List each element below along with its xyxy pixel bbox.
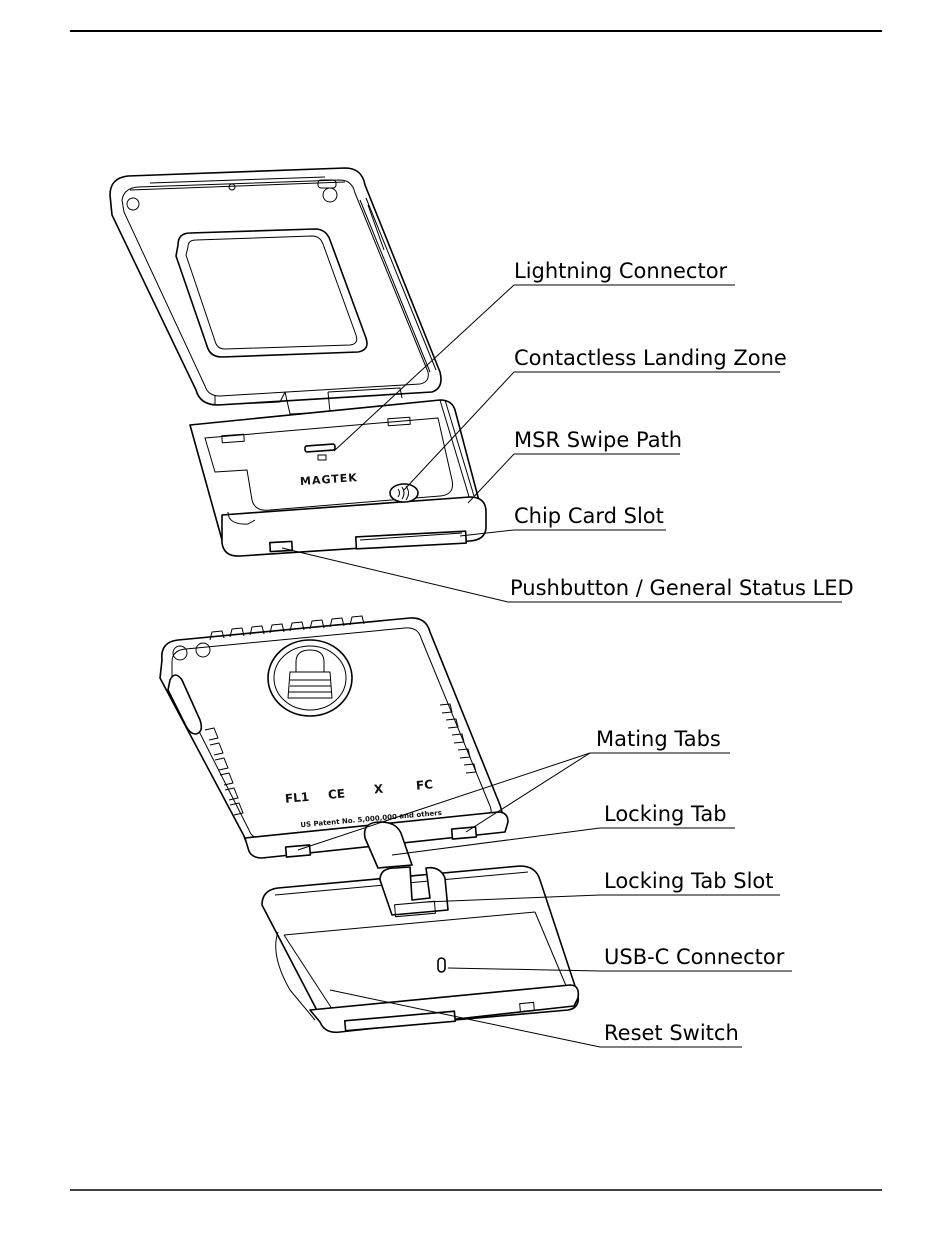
callout-locking-tab: Locking Tab: [604, 802, 727, 826]
callout-mating-tabs: Mating Tabs: [596, 727, 721, 751]
callout-reset-switch: Reset Switch: [604, 1021, 739, 1045]
cert-mark: FL1: [284, 790, 309, 806]
lock-icon: [268, 640, 352, 716]
contactless-icon: [390, 484, 418, 502]
callout-locking-tab-slot: Locking Tab Slot: [604, 869, 774, 893]
usb-c-port-icon: [438, 958, 445, 972]
callout-lightning-connector: Lightning Connector: [514, 259, 728, 283]
callout-pushbutton-status-led: Pushbutton / General Status LED: [510, 576, 854, 600]
callout-usb-c-connector: USB-C Connector: [604, 945, 785, 969]
cert-mark: CE: [327, 786, 345, 801]
front-case: [110, 168, 441, 414]
reader-sled: MAGTEK: [190, 400, 486, 556]
back-case: FL1 CE X FC US Patent No. 5,000,000 and …: [160, 616, 508, 868]
base-unit: [262, 866, 578, 1032]
callout-msr-swipe-path: MSR Swipe Path: [514, 428, 682, 452]
cert-mark: FC: [415, 777, 433, 792]
callout-chip-card-slot: Chip Card Slot: [514, 504, 664, 528]
callout-contactless-landing-zone: Contactless Landing Zone: [514, 346, 787, 370]
